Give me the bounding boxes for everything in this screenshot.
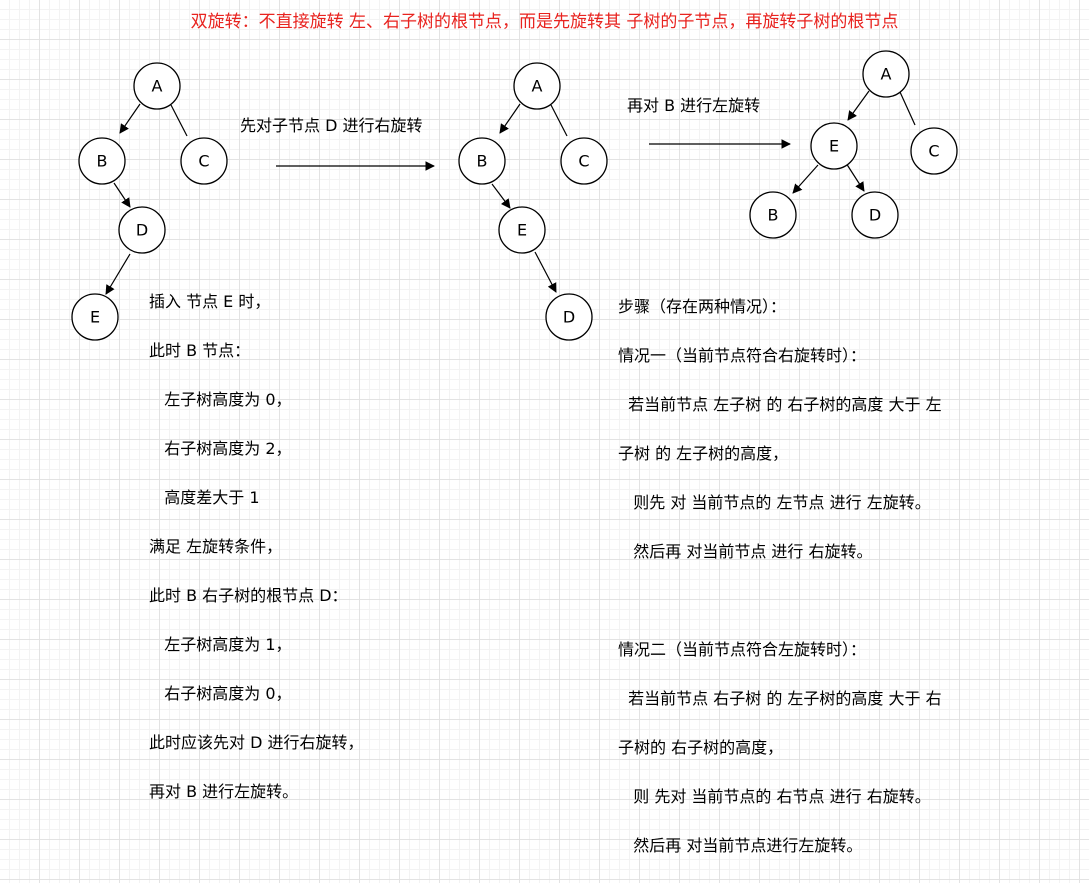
edge-a-c [170, 104, 188, 137]
explanation-left-line: 满足 左旋转条件， [149, 536, 283, 556]
svg-text:A: A [532, 77, 543, 96]
svg-text:B: B [477, 152, 488, 171]
explanation-right-line: 则 先对 当前节点的 右节点 进行 右旋转。 [618, 786, 931, 806]
explanation-left-line: 左子树高度为 1， [149, 634, 292, 654]
explanation-right-line: 子树 的 左子树的高度， [618, 443, 789, 463]
svg-text:A: A [881, 65, 892, 84]
edge-e-d [534, 251, 557, 293]
explanation-right: 步骤（存在两种情况）： 情况一（当前节点符合右旋转时）： 若当前节点 左子树 的… [618, 270, 942, 883]
tree3-node-c: C [910, 127, 958, 175]
svg-text:E: E [829, 137, 839, 156]
tree2-node-a: A [513, 62, 561, 110]
explanation-right-line: 步骤（存在两种情况）： [618, 296, 787, 316]
tree2-node-b: B [458, 137, 506, 185]
tree1-node-c: C [180, 137, 228, 185]
svg-text:B: B [97, 152, 108, 171]
tree3-node-b: B [749, 191, 797, 239]
edge-e-b [792, 164, 819, 194]
svg-text:E: E [517, 221, 527, 240]
explanation-left-line: 此时 B 节点： [149, 340, 251, 360]
tree1-node-e: E [71, 293, 119, 341]
explanation-left-line: 高度差大于 1 [149, 487, 260, 507]
explanation-right-line: 情况一（当前节点符合右旋转时）： [618, 345, 867, 365]
svg-text:C: C [928, 142, 939, 161]
edge-d-e [105, 253, 131, 295]
explanation-left-line: 插入 节点 E 时， [149, 291, 271, 311]
edge-a-e [847, 90, 870, 121]
step2-label: 再对 B 进行左旋转 [627, 96, 761, 115]
explanation-right-line: 然后再 对当前节点进行左旋转。 [618, 835, 863, 855]
edge-a-c [899, 91, 916, 126]
diagram-canvas: A B C D E A B [71, 50, 958, 341]
explanation-left-line: 此时 B 右子树的根节点 D： [149, 585, 348, 605]
explanation-right-line: 若当前节点 右子树 的 左子树的高度 大于 右 [618, 688, 942, 708]
svg-text:C: C [198, 152, 209, 171]
explanation-left-line: 右子树高度为 2， [149, 438, 292, 458]
tree2: A B C E D [458, 62, 608, 341]
explanation-left-line: 再对 B 进行左旋转。 [149, 781, 299, 801]
tree3-node-a: A [862, 50, 910, 98]
explanation-right-line [618, 589, 942, 614]
explanation-left-line: 右子树高度为 0， [149, 683, 292, 703]
svg-text:B: B [768, 206, 779, 225]
tree1-node-a: A [133, 62, 181, 110]
edge-e-d [845, 162, 865, 192]
tree3: A E C B D [749, 50, 958, 239]
tree2-node-e: E [498, 206, 546, 254]
svg-text:C: C [578, 152, 589, 171]
svg-text:E: E [90, 308, 100, 327]
edge-a-b [119, 103, 141, 134]
explanation-left-line: 此时应该先对 D 进行右旋转， [149, 732, 364, 752]
tree2-node-d: D [545, 293, 593, 341]
edge-b-d [113, 182, 131, 208]
explanation-left-line: 左子树高度为 0， [149, 389, 292, 409]
tree3-node-e: E [810, 122, 858, 170]
edge-a-b [499, 103, 521, 134]
svg-text:A: A [152, 77, 163, 96]
explanation-right-line: 子树的 右子树的高度， [618, 737, 784, 757]
explanation-left: 插入 节点 E 时， 此时 B 节点： 左子树高度为 0， 右子树高度为 2， … [149, 265, 364, 829]
explanation-right-line: 若当前节点 左子树 的 右子树的高度 大于 左 [618, 394, 942, 414]
tree2-node-c: C [560, 137, 608, 185]
explanation-right-line: 情况二（当前节点符合左旋转时）： [618, 639, 867, 659]
tree1-node-b: B [78, 137, 126, 185]
tree3-node-d: D [851, 191, 899, 239]
svg-text:D: D [136, 221, 148, 240]
step1-label: 先对子节点 D 进行右旋转 [240, 116, 423, 135]
explanation-right-line: 则先 对 当前节点的 左节点 进行 左旋转。 [618, 492, 931, 512]
edge-b-e [491, 183, 511, 209]
explanation-right-line: 然后再 对当前节点 进行 右旋转。 [618, 541, 873, 561]
tree1: A B C D E [71, 62, 228, 341]
diagram-title: 双旋转：不直接旋转 左、右子树的根节点，而是先旋转其 子树的子节点，再旋转子树的… [190, 12, 899, 32]
svg-text:D: D [563, 308, 575, 327]
tree1-node-d: D [118, 206, 166, 254]
svg-text:D: D [869, 206, 881, 225]
edge-a-c [550, 104, 568, 137]
